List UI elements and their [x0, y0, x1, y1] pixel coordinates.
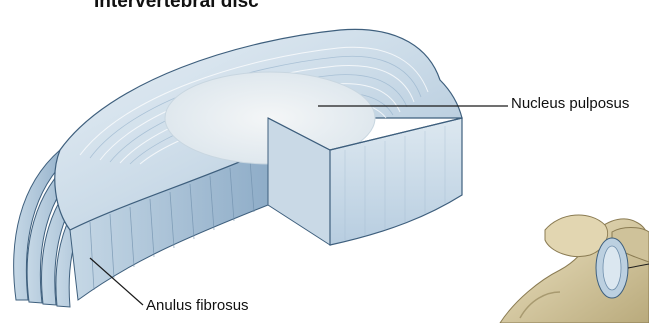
vertebra-fragment	[500, 215, 649, 323]
diagram-title: Intervertebral disc	[94, 0, 259, 13]
label-anulus-fibrosus: Anulus fibrosus	[146, 297, 249, 314]
label-nucleus-pulposus: Nucleus pulposus	[511, 95, 629, 112]
